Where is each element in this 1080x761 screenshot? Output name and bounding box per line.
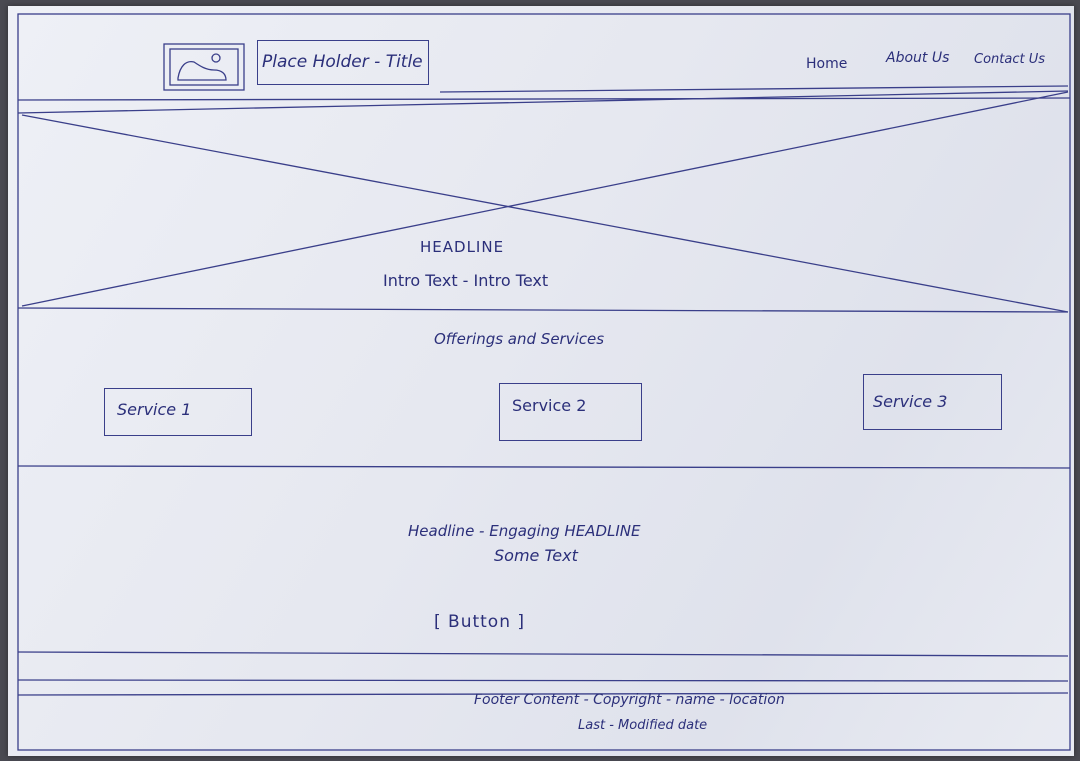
logo-image-icon <box>163 43 245 91</box>
service-card-1[interactable] <box>104 388 252 436</box>
hero-top-edge <box>17 90 1069 114</box>
cta-divider <box>17 651 1069 657</box>
hero-bottom-edge <box>17 307 1069 313</box>
nav-home-link[interactable]: Home <box>806 56 848 72</box>
hero-intro-text: Intro Text - Intro Text <box>383 271 549 290</box>
hero-cross-line-2 <box>21 91 1069 307</box>
cta-button[interactable]: [ Button ] <box>434 612 526 632</box>
outer-frame <box>17 13 1071 751</box>
footer-content: Footer Content - Copyright - name - loca… <box>474 692 785 708</box>
paper-sheet <box>8 6 1074 756</box>
hero-headline: HEADLINE <box>420 238 505 256</box>
title-placeholder-box <box>257 40 429 85</box>
header-divider <box>17 97 1071 101</box>
hero-cross-line-1 <box>21 114 1069 313</box>
cta-headline: Headline - Engaging HEADLINE <box>408 522 641 540</box>
footer-top-line-2 <box>17 692 1069 696</box>
nav-about-link[interactable]: About Us <box>886 50 950 66</box>
footer-top-line <box>17 679 1069 682</box>
footer-last-modified: Last - Modified date <box>578 718 708 733</box>
service-card-2[interactable] <box>499 383 642 441</box>
header-underline <box>439 85 1069 93</box>
site-title: Place Holder - Title <box>262 52 423 72</box>
nav-contact-link[interactable]: Contact Us <box>974 52 1045 67</box>
services-divider <box>17 465 1071 469</box>
service-label-3: Service 3 <box>873 392 948 411</box>
service-label-1: Service 1 <box>117 400 192 419</box>
cta-text: Some Text <box>494 546 578 565</box>
service-label-2: Service 2 <box>512 396 587 415</box>
services-heading: Offerings and Services <box>434 330 605 348</box>
service-card-3[interactable] <box>863 374 1002 430</box>
